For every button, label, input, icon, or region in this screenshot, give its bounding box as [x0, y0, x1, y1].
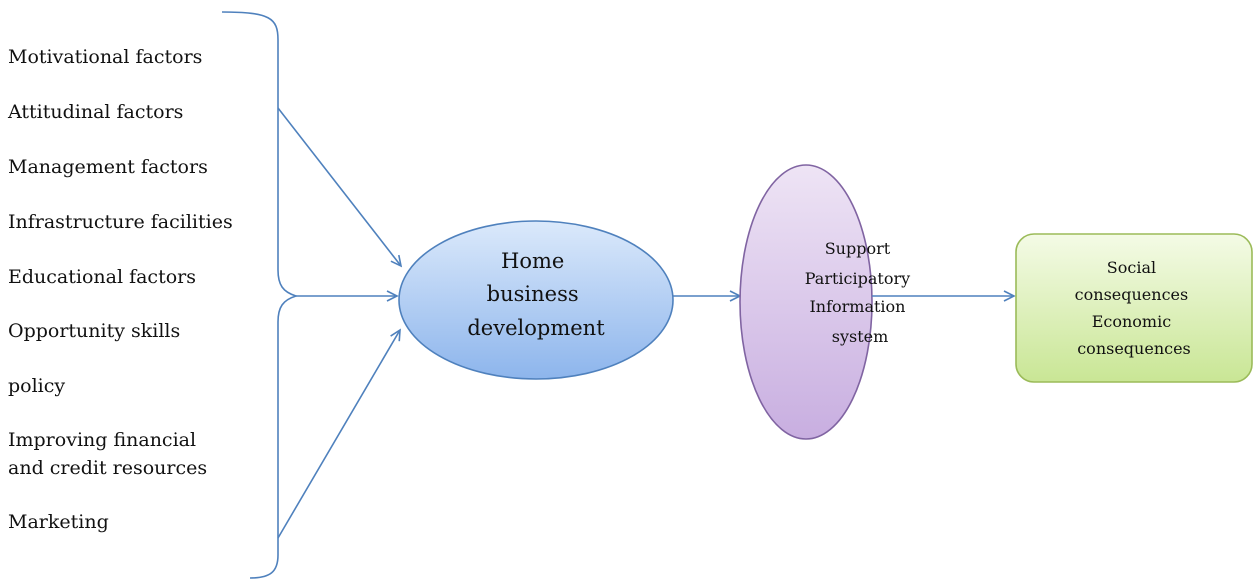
support-label-line: Support: [825, 239, 891, 258]
factor-item-line: Marketing: [8, 511, 109, 533]
support-label-line: Information: [809, 297, 905, 316]
factor-item-line: policy: [8, 375, 65, 397]
factor-item-line: and credit resources: [8, 457, 207, 479]
support-label-line: system: [832, 327, 889, 346]
factor-item: Motivational factors: [8, 46, 202, 68]
factor-item: Attitudinal factors: [7, 101, 183, 123]
factor-item: Improving financial and credit resources: [8, 429, 207, 479]
consequences-node: [1015, 233, 1253, 383]
factor-item: Opportunity skills: [8, 320, 180, 342]
connector-upper-to-home: [277, 107, 403, 268]
home-node-label: Home business development: [467, 249, 605, 340]
support-information-system-node: [739, 164, 873, 440]
support-node-label: Support Participatory Information system: [805, 239, 915, 346]
home-label-line: business: [487, 282, 579, 306]
consequences-label-line: consequences: [1075, 285, 1189, 304]
home-business-development-node: [398, 220, 674, 380]
factor-item: Educational factors: [8, 266, 196, 288]
support-label-line: Participatory: [805, 269, 910, 288]
factor-bracket: [221, 11, 299, 579]
factor-item: Management factors: [8, 156, 208, 178]
consequences-node-label: Social consequences Economic consequence…: [1075, 258, 1194, 358]
home-label-line: development: [467, 316, 605, 340]
factor-item-line: Management factors: [8, 156, 208, 178]
factor-item-line: Improving financial: [8, 429, 196, 451]
factor-item: Infrastructure facilities: [8, 211, 233, 233]
factor-item-line: Opportunity skills: [8, 320, 180, 342]
connector-lower-to-home: [277, 328, 401, 539]
factor-item-line: Educational factors: [8, 266, 196, 288]
factor-item: Marketing: [8, 511, 109, 533]
consequences-label-line: Social: [1107, 258, 1156, 277]
home-label-line: Home: [501, 249, 564, 273]
factor-item-line: Infrastructure facilities: [8, 211, 233, 233]
factor-item-line: Attitudinal factors: [7, 101, 183, 123]
factor-item-line: Motivational factors: [8, 46, 202, 68]
factor-item: policy: [8, 375, 65, 397]
consequences-label-line: consequences: [1077, 339, 1191, 358]
consequences-label-line: Economic: [1092, 312, 1172, 331]
